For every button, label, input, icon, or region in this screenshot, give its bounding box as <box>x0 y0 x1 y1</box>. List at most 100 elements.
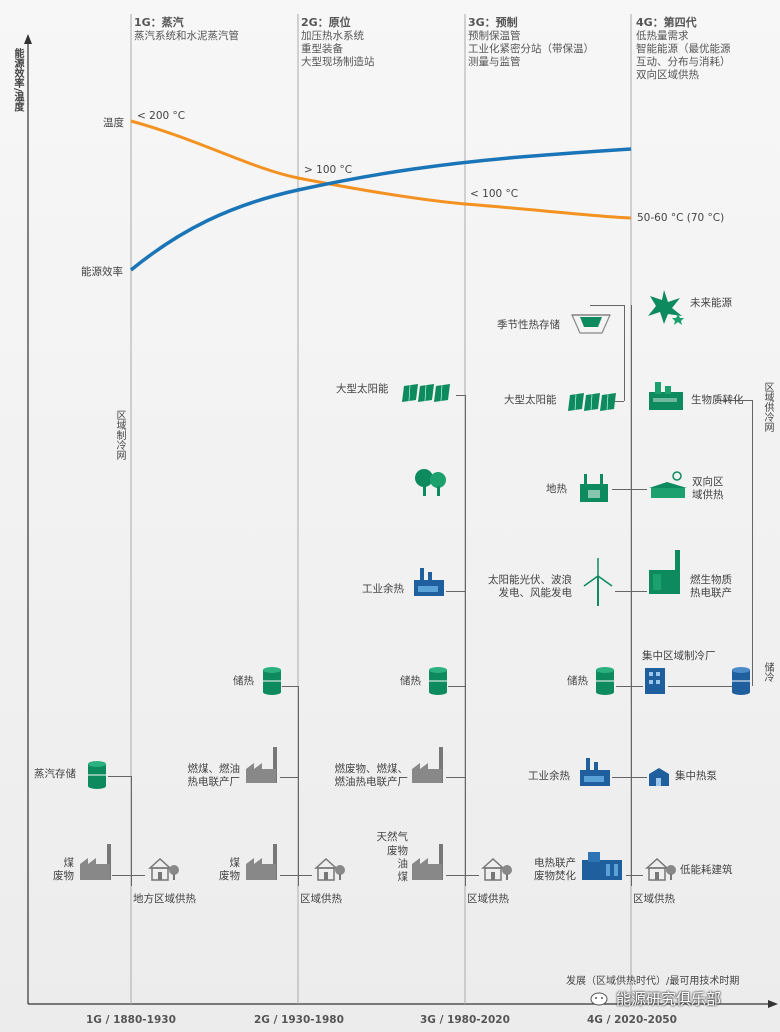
g4-cooling-network-line <box>752 400 753 686</box>
g4-central-cooling-label: 集中区域制冷厂 <box>642 650 716 662</box>
storage-tank-icon-3g <box>429 667 447 695</box>
gen-2g-title: 2G：原位 <box>301 16 351 29</box>
district-cooling-right-label: 区域供冷网 <box>762 382 773 432</box>
period-1g: 1G / 1880-1930 <box>86 1014 176 1026</box>
seasonal-storage-icon <box>571 314 611 334</box>
gen-3g-desc-1: 预制保温管 <box>468 30 521 42</box>
industrial-plant-icon-4g <box>580 758 610 786</box>
g4-bidirectional-connector <box>631 489 647 490</box>
g2-chp-label-1: 燃煤、燃油 <box>187 763 241 775</box>
g4-industrial-label: 工业余热 <box>528 770 570 782</box>
solar-panel-icon-3g <box>402 384 450 402</box>
efficiency-curve <box>129 147 632 272</box>
house-icon-2g <box>314 857 345 881</box>
g4-trunk-line <box>631 305 632 886</box>
g3-storage-label: 储热 <box>400 675 421 687</box>
temperature-label: 温度 <box>103 117 124 129</box>
g3-solar-label: 大型太阳能 <box>336 383 389 395</box>
g4-biomass-chp-label-2: 热电联产 <box>690 587 732 599</box>
g4-bidirectional-label-1: 双向区 <box>692 476 724 488</box>
chp-plant-icon-2g <box>246 747 277 783</box>
fuel-plant-icon-3g <box>412 844 443 880</box>
g4-pv-connector <box>615 591 631 592</box>
g1-fuel-waste: 废物 <box>53 870 74 882</box>
g1-steam-storage-label: 蒸汽存储 <box>34 768 76 780</box>
g4-seasonal-connector-top <box>590 305 624 306</box>
wind-turbine-icon <box>583 558 613 606</box>
g4-heat-pump-label: 集中热泵 <box>675 770 717 782</box>
house-icon-4g <box>645 857 676 881</box>
g4-future-label: 未来能源 <box>690 297 732 309</box>
storage-tank-icon-4g <box>596 667 614 695</box>
g3-fuel-gas: 天然气 <box>376 831 409 843</box>
temp-point-3g: < 100 °C <box>470 188 519 200</box>
g1-source-connector <box>112 875 145 876</box>
geothermal-icon <box>580 474 608 502</box>
storage-tank-icon <box>88 761 106 789</box>
g4-bidirectional-label-2: 域供热 <box>692 489 724 501</box>
g4-seasonal-label: 季节性热存储 <box>497 319 560 331</box>
g4-pv-wind-label-2: 发电、风能发电 <box>498 587 573 599</box>
biomass-chp-icon <box>649 550 680 594</box>
period-2g: 2G / 1930-1980 <box>254 1014 344 1026</box>
g3-chp-label-1: 燃废物、燃煤、 <box>334 763 409 775</box>
coal-plant-icon-2g <box>246 844 277 880</box>
house-icon-3g <box>481 857 512 881</box>
g3-solar-connector <box>456 395 465 396</box>
g3-trunk-line <box>465 395 466 886</box>
g4-geo-connector <box>612 489 631 490</box>
tree-icon <box>415 469 446 496</box>
g1-trunk-line <box>131 776 132 886</box>
period-3g: 3G / 1980-2020 <box>420 1014 510 1026</box>
g3-district-label: 区域供热 <box>467 893 509 905</box>
g4-cooling-connector <box>631 686 643 687</box>
bidirectional-heating-icon <box>649 471 687 498</box>
g3-source-connector <box>446 875 479 876</box>
g4-storage-connector <box>616 686 631 687</box>
gen-2g-desc-1: 加压热水系统 <box>301 30 364 42</box>
future-energy-icon <box>648 290 684 325</box>
g4-biomass-chp-label-1: 燃生物质 <box>690 574 732 586</box>
watermark: 能源研究俱乐部 <box>590 988 721 1009</box>
temperature-curve <box>130 119 632 220</box>
temp-point-1g: < 200 °C <box>137 110 186 122</box>
cold-storage-label: 储冷 <box>762 662 773 682</box>
gen-3g-header: 3G：预制 预制保温管 工业化紧密分站（带保温） 测量与监管 <box>468 14 594 69</box>
g2-chp-label-2: 热电联产厂 <box>187 776 241 788</box>
gen-2g-desc-2: 重型装备 <box>301 43 343 55</box>
g4-solar-connector <box>612 401 624 402</box>
g1-fuel-coal: 煤 <box>63 857 75 869</box>
storage-tank-icon-2g <box>263 667 281 695</box>
g4-seasonal-riser <box>624 305 625 401</box>
x-axis-label: 发展（区域供热时代）/最可用技术时期 <box>566 976 740 987</box>
gen-4g-header: 4G：第四代 低热量需求 智能能源（最优能源 互动、分布与消耗） 双向区域供热 <box>636 14 731 82</box>
g4-cold-storage-connector <box>668 686 732 687</box>
gen-3g-desc-3: 测量与监管 <box>468 56 521 68</box>
g2-trunk-line <box>298 686 299 886</box>
gen-4g-desc-4: 双向区域供热 <box>636 69 699 81</box>
gen-1g-header: 1G：蒸汽 蒸汽系统和水泥蒸汽管 <box>134 14 239 43</box>
gen-2g-header: 2G：原位 加压热水系统 重型装备 大型现场制造站 <box>301 14 375 69</box>
cooling-plant-icon <box>645 668 665 694</box>
g4-chp-waste-label-1: 电热联产 <box>534 857 576 869</box>
coal-plant-icon <box>80 844 111 880</box>
g4-biomass-chp-connector <box>631 591 647 592</box>
g2-source-connector <box>280 875 312 876</box>
g1-steam-connector <box>108 776 131 777</box>
period-4g: 4G / 2020-2050 <box>587 1014 677 1026</box>
gen-3g-title: 3G：预制 <box>468 16 518 29</box>
gen-1g-desc-1: 蒸汽系统和水泥蒸汽管 <box>134 30 239 42</box>
g4-solar-label: 大型太阳能 <box>504 394 557 406</box>
gen-1g-title: 1G：蒸汽 <box>134 16 184 29</box>
g4-storage-label: 储热 <box>567 675 588 687</box>
g4-cooling-network-top <box>716 400 752 401</box>
g4-chp-waste-label-2: 废物焚化 <box>534 870 576 882</box>
g2-storage-connector <box>282 686 298 687</box>
g3-industrial-connector <box>446 591 465 592</box>
gen-2g-desc-3: 大型现场制造站 <box>301 56 375 68</box>
g2-fuel-coal: 煤 <box>229 857 241 869</box>
gen-3g-desc-2: 工业化紧密分站（带保温） <box>468 43 594 55</box>
y-axis-arrow <box>24 34 32 44</box>
y-axis-label: 能源效率/温度 <box>12 48 23 112</box>
